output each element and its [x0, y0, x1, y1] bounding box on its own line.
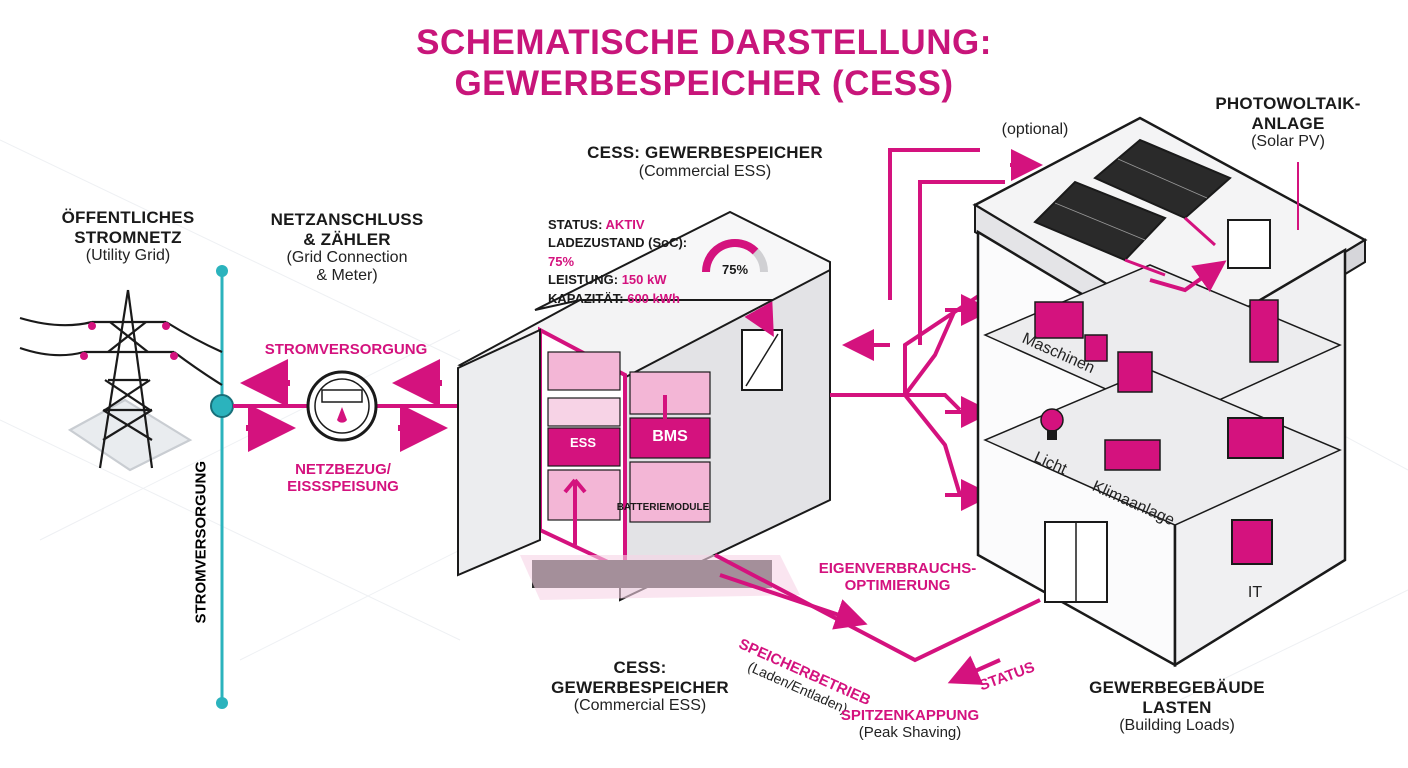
building-title-line2: LASTEN: [1142, 697, 1212, 717]
grid-vertical-label: STROMVERSORGUNG: [192, 460, 210, 624]
status-panel: STATUS: AKTIV LADEZUSTAND (SoC): 75% LEI…: [548, 216, 718, 308]
bms-label: BMS: [652, 428, 688, 445]
grid-label: ÖFFENTLICHES STROMNETZ (Utility Grid): [48, 208, 208, 265]
page-title-line2: GEWERBESPEICHER (CESS): [454, 64, 954, 104]
pv-label: PHOTOWOLTAIK- ANLAGE (Solar PV): [1198, 94, 1378, 151]
building-label: GEWERBEGEBÄUDE LASTEN (Building Loads): [1062, 678, 1292, 735]
capacity-value: 600 kWh: [627, 290, 680, 306]
cess-bottom-title-line2: GEWERBESPEICHER: [551, 677, 729, 697]
meter-title-line1: NETZANSCHLUSS: [270, 210, 424, 229]
grid-subtitle: (Utility Grid): [85, 247, 171, 265]
battery-label: BATTERIEMODULE: [616, 502, 710, 513]
soc-gauge-fill: [702, 239, 759, 273]
cess-bottom-title-line1: CESS:: [613, 658, 667, 677]
pv-title-line2: ANLAGE: [1251, 113, 1325, 133]
machine-icon: [1034, 301, 1153, 393]
pv-title-line1: PHOTOWOLTAIK-: [1215, 94, 1361, 113]
grid-title-line1: ÖFFENTLICHES: [61, 208, 195, 227]
soc-label: LADEZUSTAND (SoC):: [548, 235, 688, 251]
power-row: LEISTUNG: 150 kW: [548, 271, 718, 289]
power-label: LEISTUNG:: [548, 272, 619, 288]
soc-value: 75%: [548, 253, 575, 269]
soc-gauge: [702, 239, 768, 273]
power-flow-lines: [714, 148, 1043, 685]
feed-flow-label: NETZBEZUG/ EISSSPEISUNG: [268, 461, 418, 496]
self-consumption-label: EIGENVERBRAUCHS- OPTIMIERUNG: [810, 560, 985, 595]
building: [972, 116, 1368, 668]
load-it-label: IT: [1247, 584, 1263, 601]
monitor-icon: [1227, 417, 1284, 565]
optional-label: (optional): [1001, 121, 1069, 138]
power-pylon-icon: [19, 289, 223, 472]
peak-title: SPITZENKAPPUNG: [840, 707, 980, 724]
feed-label-line2: EISSSPEISUNG: [287, 478, 399, 496]
cess-top-title: CESS: GEWERBESPEICHER: [587, 143, 823, 162]
solar-panel-icon: [1033, 138, 1299, 293]
page-title: SCHEMATISCHE DARSTELLUNG: GEWERBESPEICHE…: [0, 22, 1408, 105]
status-row: STATUS: AKTIV: [548, 216, 718, 234]
supply-flow-label: STROMVERSORGUNG: [264, 341, 428, 358]
cess-cabinet: [457, 210, 831, 602]
status-label: STATUS:: [548, 217, 603, 232]
meter-label: NETZANSCHLUSS & ZÄHLER (Grid Connection …: [262, 210, 432, 286]
status-value: AKTIV: [605, 217, 645, 232]
meter-title-line2: & ZÄHLER: [303, 229, 391, 249]
cess-top-label: CESS: GEWERBESPEICHER (Commercial ESS): [560, 143, 850, 181]
peak-subtitle: (Peak Shaving): [858, 724, 962, 742]
building-subtitle: (Building Loads): [1119, 717, 1235, 735]
meter-flow-arrows: [240, 359, 448, 452]
grid-title-line2: STROMNETZ: [74, 227, 182, 247]
cess-top-subtitle: (Commercial ESS): [638, 162, 772, 180]
pv-subtitle: (Solar PV): [1251, 133, 1325, 151]
server-icon: [1249, 299, 1279, 363]
soc-gauge-text: 75%: [721, 262, 749, 277]
feed-label-line1: NETZBEZUG/: [295, 461, 391, 478]
self-consumption-line2: OPTIMIERUNG: [844, 577, 951, 595]
air-conditioner-icon: [1104, 439, 1161, 471]
capacity-row: KAPAZITÄT: 600 kWh: [548, 290, 718, 308]
power-value: 150 kW: [621, 272, 667, 288]
meter-subtitle-line1: (Grid Connection: [286, 249, 408, 267]
cess-bottom-label: CESS: GEWERBESPEICHER (Commercial ESS): [535, 658, 745, 715]
self-consumption-line1: EIGENVERBRAUCHS-: [818, 560, 977, 577]
light-bulb-icon: [1040, 408, 1064, 440]
ess-label: ESS: [569, 435, 596, 450]
peak-shaving-label: SPITZENKAPPUNG (Peak Shaving): [820, 707, 1000, 742]
meter-icon: [306, 370, 378, 442]
cess-bottom-subtitle: (Commercial ESS): [573, 697, 707, 715]
grid-bus-line: [210, 265, 234, 709]
page-title-line1: SCHEMATISCHE DARSTELLUNG:: [416, 23, 992, 62]
capacity-label: KAPAZITÄT:: [548, 290, 624, 306]
meter-subtitle-line2: & Meter): [316, 267, 378, 285]
building-title-line1: GEWERBEGEBÄUDE: [1089, 678, 1265, 697]
